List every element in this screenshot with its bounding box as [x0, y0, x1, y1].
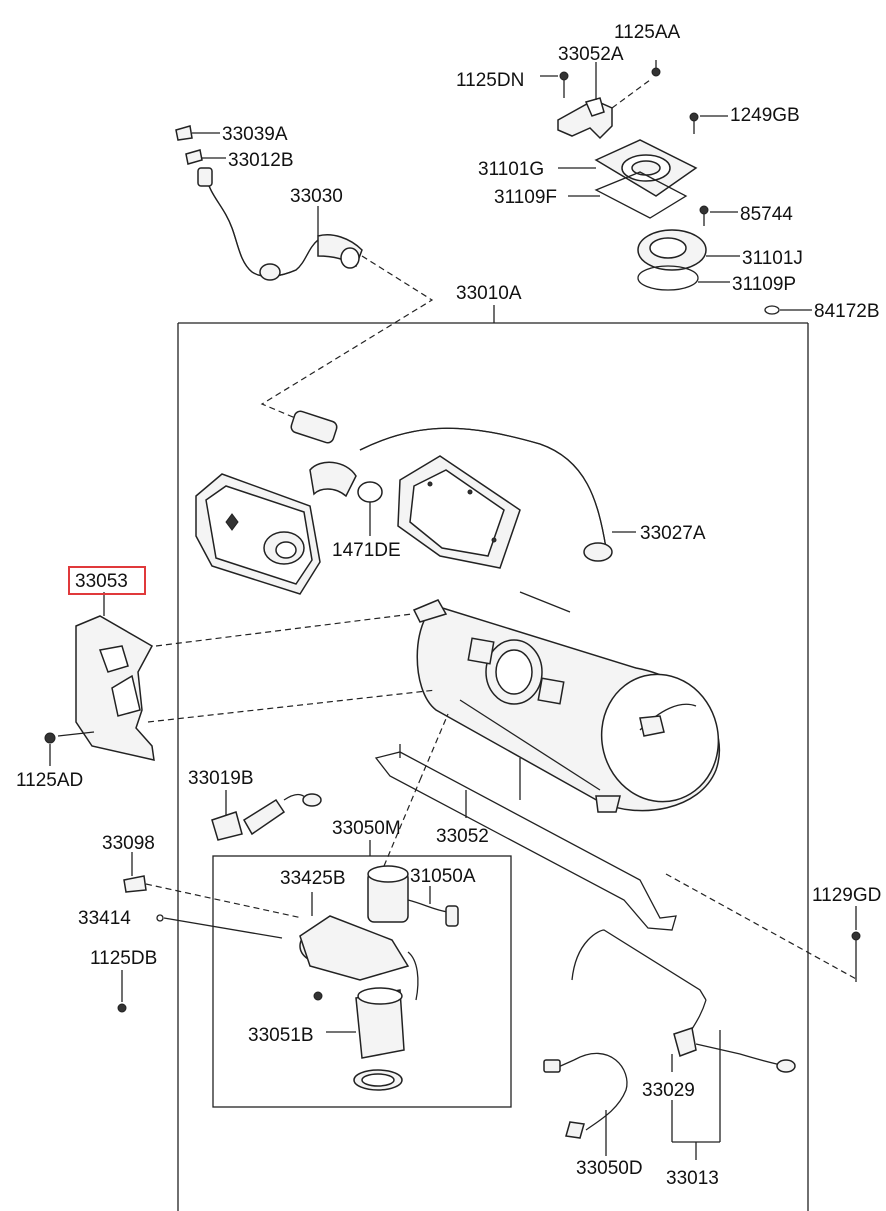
- label-1471DE[interactable]: 1471DE: [332, 540, 401, 561]
- label-33098[interactable]: 33098: [102, 833, 155, 854]
- bolt-1125AD: [44, 732, 56, 766]
- label-33414[interactable]: 33414: [78, 908, 131, 929]
- bolt-1125AA: [651, 60, 661, 77]
- main-assembly-frame: [177, 305, 809, 1211]
- cover-31101G: [558, 139, 698, 197]
- pump-module: [299, 865, 459, 1091]
- label-33019B[interactable]: 33019B: [188, 768, 254, 789]
- bolt-1249GB: [689, 112, 728, 134]
- label-33050M[interactable]: 33050M: [332, 818, 401, 839]
- cap-31101J: [637, 229, 740, 271]
- hose-33030: [197, 167, 363, 281]
- label-33425B[interactable]: 33425B: [280, 868, 346, 889]
- main-tank: [412, 591, 721, 813]
- fitting-33012B: [185, 149, 226, 165]
- small-parts-left: [117, 713, 449, 1013]
- label-33010A[interactable]: 33010A: [456, 283, 522, 304]
- label-33013[interactable]: 33013: [666, 1168, 719, 1189]
- bracket-33052: [374, 744, 859, 981]
- label-33030[interactable]: 33030: [290, 186, 343, 207]
- gasket-31109P: [637, 265, 730, 291]
- label-1125AA[interactable]: 1125AA: [614, 22, 681, 43]
- label-33051B[interactable]: 33051B: [248, 1025, 314, 1046]
- highlight-box-33053: [68, 566, 146, 595]
- label-31101J[interactable]: 31101J: [742, 248, 803, 269]
- canister-upper: [195, 410, 636, 595]
- screw-85744: [699, 205, 738, 226]
- bolt-1125DN: [540, 71, 569, 98]
- label-31109F[interactable]: 31109F: [494, 187, 557, 208]
- clip-33039A: [175, 125, 220, 141]
- label-33053[interactable]: 33053: [75, 571, 128, 592]
- label-33052A[interactable]: 33052A: [558, 44, 624, 65]
- label-31109P[interactable]: 31109P: [732, 274, 796, 295]
- hose-assembly: [175, 125, 434, 421]
- top-cover-parts: [540, 60, 812, 315]
- label-84172B[interactable]: 84172B: [814, 301, 880, 322]
- label-33012B[interactable]: 33012B: [228, 150, 294, 171]
- label-1129GD[interactable]: 1129GD: [812, 885, 881, 906]
- label-33029[interactable]: 33029: [642, 1080, 695, 1101]
- sender-wiring: [543, 906, 861, 1160]
- label-1125DB[interactable]: 1125DB: [90, 948, 157, 969]
- shield-33053: [57, 592, 437, 761]
- part-labels: 1125AA 33052A 1125DN 1249GB 33039A 33012…: [16, 22, 881, 1189]
- label-85744[interactable]: 85744: [740, 204, 793, 225]
- label-31050A[interactable]: 31050A: [410, 866, 476, 887]
- pump-assembly-frame: [212, 840, 512, 1108]
- label-33052[interactable]: 33052: [436, 826, 489, 847]
- label-1125AD[interactable]: 1125AD: [16, 770, 83, 791]
- label-33050D[interactable]: 33050D: [576, 1158, 643, 1179]
- bracket-33052A: [557, 62, 651, 140]
- label-31101G[interactable]: 31101G: [478, 159, 544, 180]
- gasket-31109F: [568, 171, 688, 219]
- label-1249GB[interactable]: 1249GB: [730, 105, 800, 126]
- sensor-33019B: [211, 790, 322, 841]
- label-33039A[interactable]: 33039A: [222, 124, 288, 145]
- plug-84172B: [764, 305, 812, 315]
- label-33027A[interactable]: 33027A: [640, 523, 706, 544]
- label-1125DN[interactable]: 1125DN: [456, 70, 524, 91]
